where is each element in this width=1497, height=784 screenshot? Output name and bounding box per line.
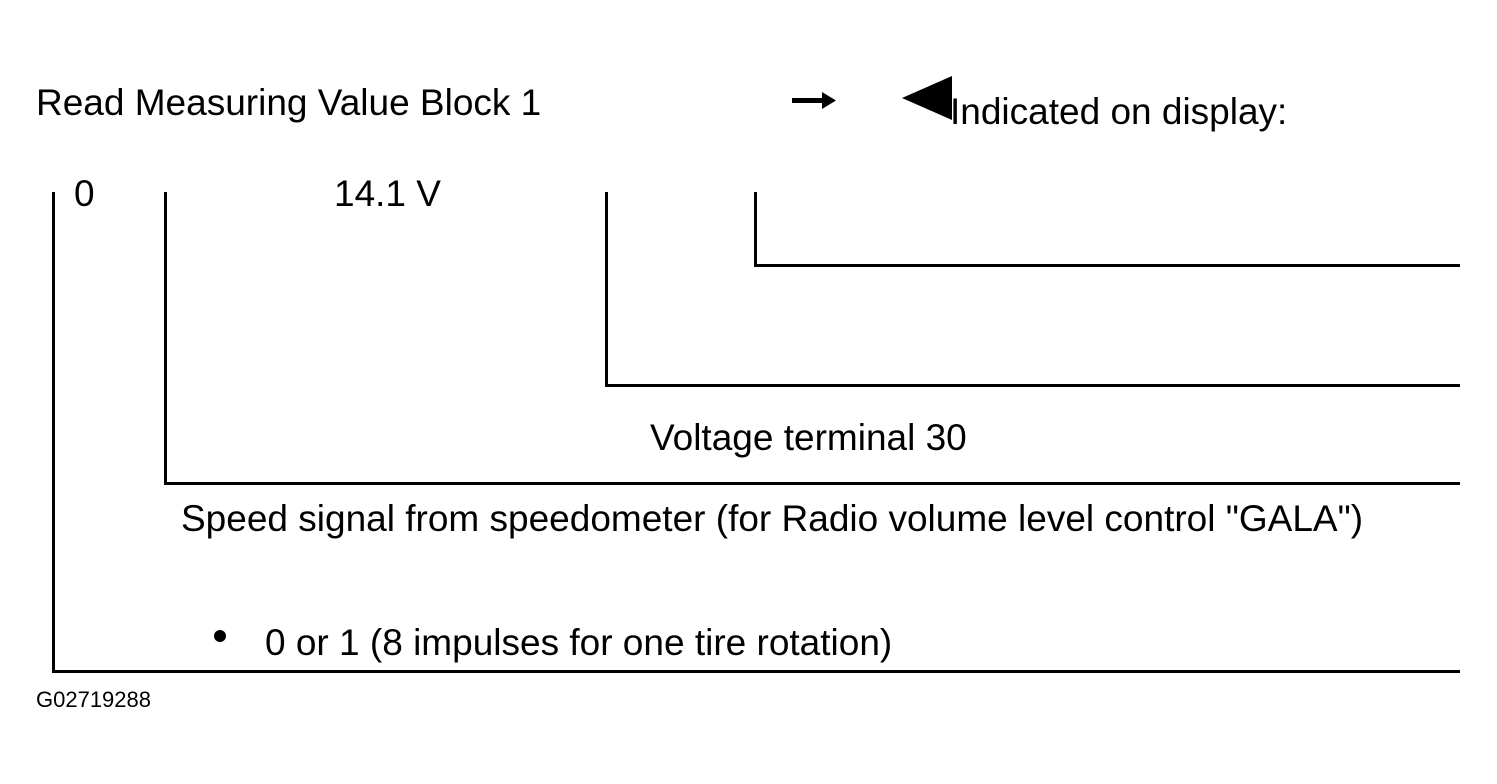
arrow-right-icon	[792, 92, 836, 109]
block-title: Read Measuring Value Block 1	[36, 82, 542, 123]
field-1-description: 0 or 1 (8 impulses for one tire rotation…	[265, 622, 893, 663]
bullet-icon	[214, 630, 226, 642]
field-2-description: Speed signal from speedometer (for Radio…	[181, 498, 1364, 539]
figure-id: G02719288	[36, 687, 151, 712]
indicated-label: Indicated on display:	[950, 91, 1288, 132]
field-3-description: Voltage terminal 30	[650, 417, 967, 458]
field-1-bracket-horizontal	[52, 670, 1460, 673]
field-3-bracket-vertical	[605, 192, 608, 387]
display-field-2-value: 14.1 V	[334, 173, 441, 214]
field-4-bracket-horizontal	[754, 264, 1460, 267]
field-2-bracket-horizontal	[164, 482, 1460, 485]
field-1-bracket-vertical	[52, 192, 55, 673]
field-2-bracket-vertical	[164, 192, 167, 485]
field-4-bracket-vertical	[754, 192, 757, 267]
triangle-left-icon	[902, 76, 952, 120]
display-field-1-value: 0	[74, 173, 95, 214]
field-3-bracket-horizontal	[605, 384, 1460, 387]
